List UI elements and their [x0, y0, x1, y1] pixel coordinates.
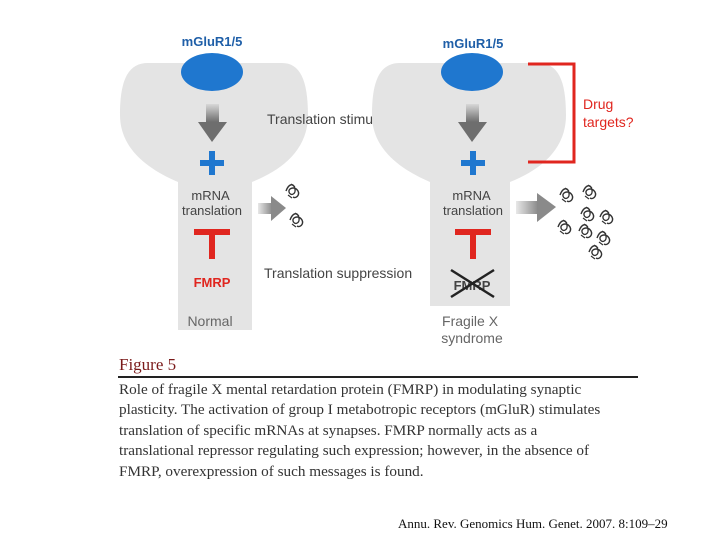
- left-receptor-label: mGluR1/5: [182, 34, 243, 49]
- left-stimulation-arrow: [198, 104, 227, 142]
- left-process-label: mRNA translation: [182, 188, 242, 218]
- right-protein-squiggle-icon: [557, 184, 614, 260]
- drug-targets-label: Drug targets?: [583, 96, 634, 130]
- right-condition-line1: Fragile X: [442, 313, 499, 329]
- drug-targets-line1: Drug: [583, 96, 613, 112]
- left-protein-squiggle-icon: [285, 183, 304, 228]
- left-receptor: [181, 53, 243, 91]
- cross-out-icon: [450, 268, 495, 299]
- left-repressor-label: FMRP: [194, 275, 231, 290]
- right-output-arrow: [516, 193, 556, 222]
- drug-targets-line2: targets?: [583, 114, 634, 130]
- left-process-line1: mRNA: [191, 188, 230, 203]
- right-stimulation-arrow: [458, 104, 487, 142]
- suppression-label: Translation suppression: [264, 265, 412, 281]
- left-condition-label: Normal: [187, 313, 232, 329]
- right-receptor: [441, 53, 503, 91]
- right-cell-body: [372, 63, 566, 306]
- drug-targets-bracket: [528, 62, 576, 164]
- citation: Annu. Rev. Genomics Hum. Genet. 2007. 8:…: [398, 516, 668, 531]
- figure-caption: Role of fragile X mental retardation pro…: [119, 381, 601, 480]
- right-condition-line2: syndrome: [441, 330, 503, 346]
- right-process-label: mRNA translation: [443, 188, 503, 218]
- right-receptor-label: mGluR1/5: [443, 36, 504, 51]
- right-condition-label: Fragile X syndrome: [441, 313, 503, 346]
- stimulation-label: Translation stimulation: [267, 111, 407, 127]
- right-plus-icon: [461, 151, 485, 175]
- left-plus-icon: [200, 151, 224, 175]
- caption-divider: [118, 376, 638, 378]
- right-process-line2: translation: [443, 203, 503, 218]
- left-repressor-icon: [194, 229, 230, 259]
- left-output-arrow: [258, 196, 286, 221]
- right-process-line1: mRNA: [452, 188, 491, 203]
- right-repressor-icon: [455, 229, 491, 259]
- left-process-line2: translation: [182, 203, 242, 218]
- left-cell-body: [120, 63, 308, 330]
- figure-title: Figure 5: [119, 355, 177, 374]
